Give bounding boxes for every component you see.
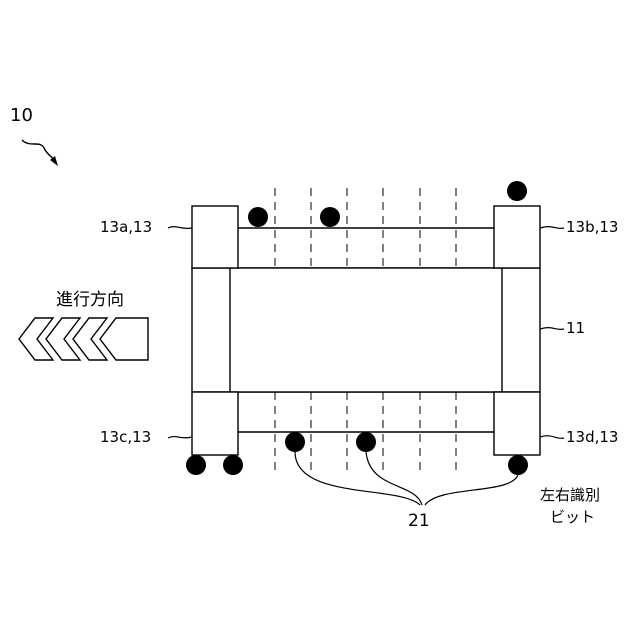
travel-direction-label: 進行方向 xyxy=(56,290,124,310)
leader-21-a xyxy=(295,452,420,505)
lr-identification-bit-dot xyxy=(508,455,528,475)
bit-dot xyxy=(285,432,305,452)
leaders-21 xyxy=(295,452,518,505)
label-13c: 13c,13 xyxy=(100,428,151,446)
wheel-13c xyxy=(192,392,238,455)
leader-13b xyxy=(540,227,564,229)
label-13b: 13b,13 xyxy=(566,218,618,236)
wheel-13d xyxy=(494,392,540,455)
leader-13d xyxy=(540,436,564,439)
figure-number-leader xyxy=(22,140,56,162)
wheel-13a xyxy=(192,206,238,268)
leader-21-c xyxy=(425,475,518,505)
figure-number-label: 10 xyxy=(10,105,33,126)
label-lr-bit-line1: 左右識別 xyxy=(540,486,600,504)
label-lr-bit-line2: ビット xyxy=(550,508,595,526)
bit-dot xyxy=(223,455,243,475)
chevron-4 xyxy=(100,318,148,360)
label-13a: 13a,13 xyxy=(100,218,152,236)
leader-13a xyxy=(168,227,192,229)
bit-dot xyxy=(186,455,206,475)
bit-dot xyxy=(356,432,376,452)
leader-13c xyxy=(168,437,192,438)
leader-11 xyxy=(540,328,564,330)
wheel-13b xyxy=(494,206,540,268)
bit-dot xyxy=(507,181,527,201)
label-21: 21 xyxy=(408,511,430,531)
bit-dot xyxy=(248,207,268,227)
label-13d: 13d,13 xyxy=(566,428,618,446)
vehicle-body xyxy=(192,268,540,392)
body-inner xyxy=(230,268,502,392)
leader-21-b xyxy=(366,452,422,505)
label-11: 11 xyxy=(566,319,585,337)
travel-direction-arrow xyxy=(19,318,148,360)
bit-dot xyxy=(320,207,340,227)
